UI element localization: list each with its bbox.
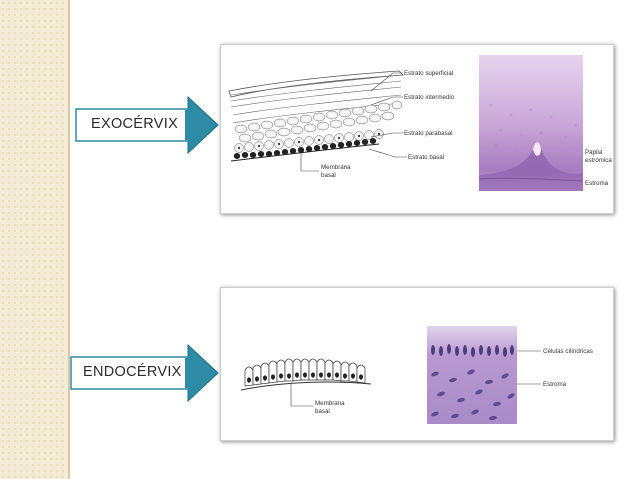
label-estroma: Estroma xyxy=(585,180,609,187)
label-estrato-superficial: Estrato superficial xyxy=(404,70,453,77)
endocervix-arrow xyxy=(70,344,219,402)
exocervix-histology-image xyxy=(478,55,584,191)
label-estrato-parabasal: Estrato parabasal xyxy=(404,130,453,137)
endocervix-label: ENDOCÉRVIX xyxy=(83,364,182,380)
endo-leader-lines xyxy=(290,350,541,407)
label-estrato-intermedio: Estrato intermedio xyxy=(404,94,455,101)
label-celulas-cilindricas: Células cilíndricas xyxy=(543,348,593,355)
squamous-layers-schematic xyxy=(228,70,404,162)
exocervix-label: EXOCÉRVIX xyxy=(91,116,179,132)
endocervix-histology-image xyxy=(427,326,517,424)
side-divider xyxy=(68,0,70,479)
label-estroma: Estroma xyxy=(543,381,567,388)
label-membrana: Membrana xyxy=(321,164,351,171)
endocervix-diagram: Membrana basal xyxy=(240,326,593,424)
exocervix-figure: Estrato superficial Estrato intermedio E… xyxy=(220,44,614,214)
label-papila: Papila xyxy=(585,149,603,156)
label-basal: basal xyxy=(315,408,330,415)
exocervix-diagram: Estrato superficial Estrato intermedio E… xyxy=(228,55,612,191)
label-basal: basal xyxy=(321,172,336,179)
columnar-cells-schematic xyxy=(240,358,372,391)
label-estrato-basal: Estrato basal xyxy=(408,154,444,161)
label-estromica: estrómica xyxy=(585,157,612,164)
endocervix-figure: Membrana basal xyxy=(220,287,614,441)
decorative-side-strip xyxy=(0,0,68,479)
exocervix-arrow xyxy=(75,96,219,154)
label-membrana: Membrana xyxy=(315,400,345,407)
